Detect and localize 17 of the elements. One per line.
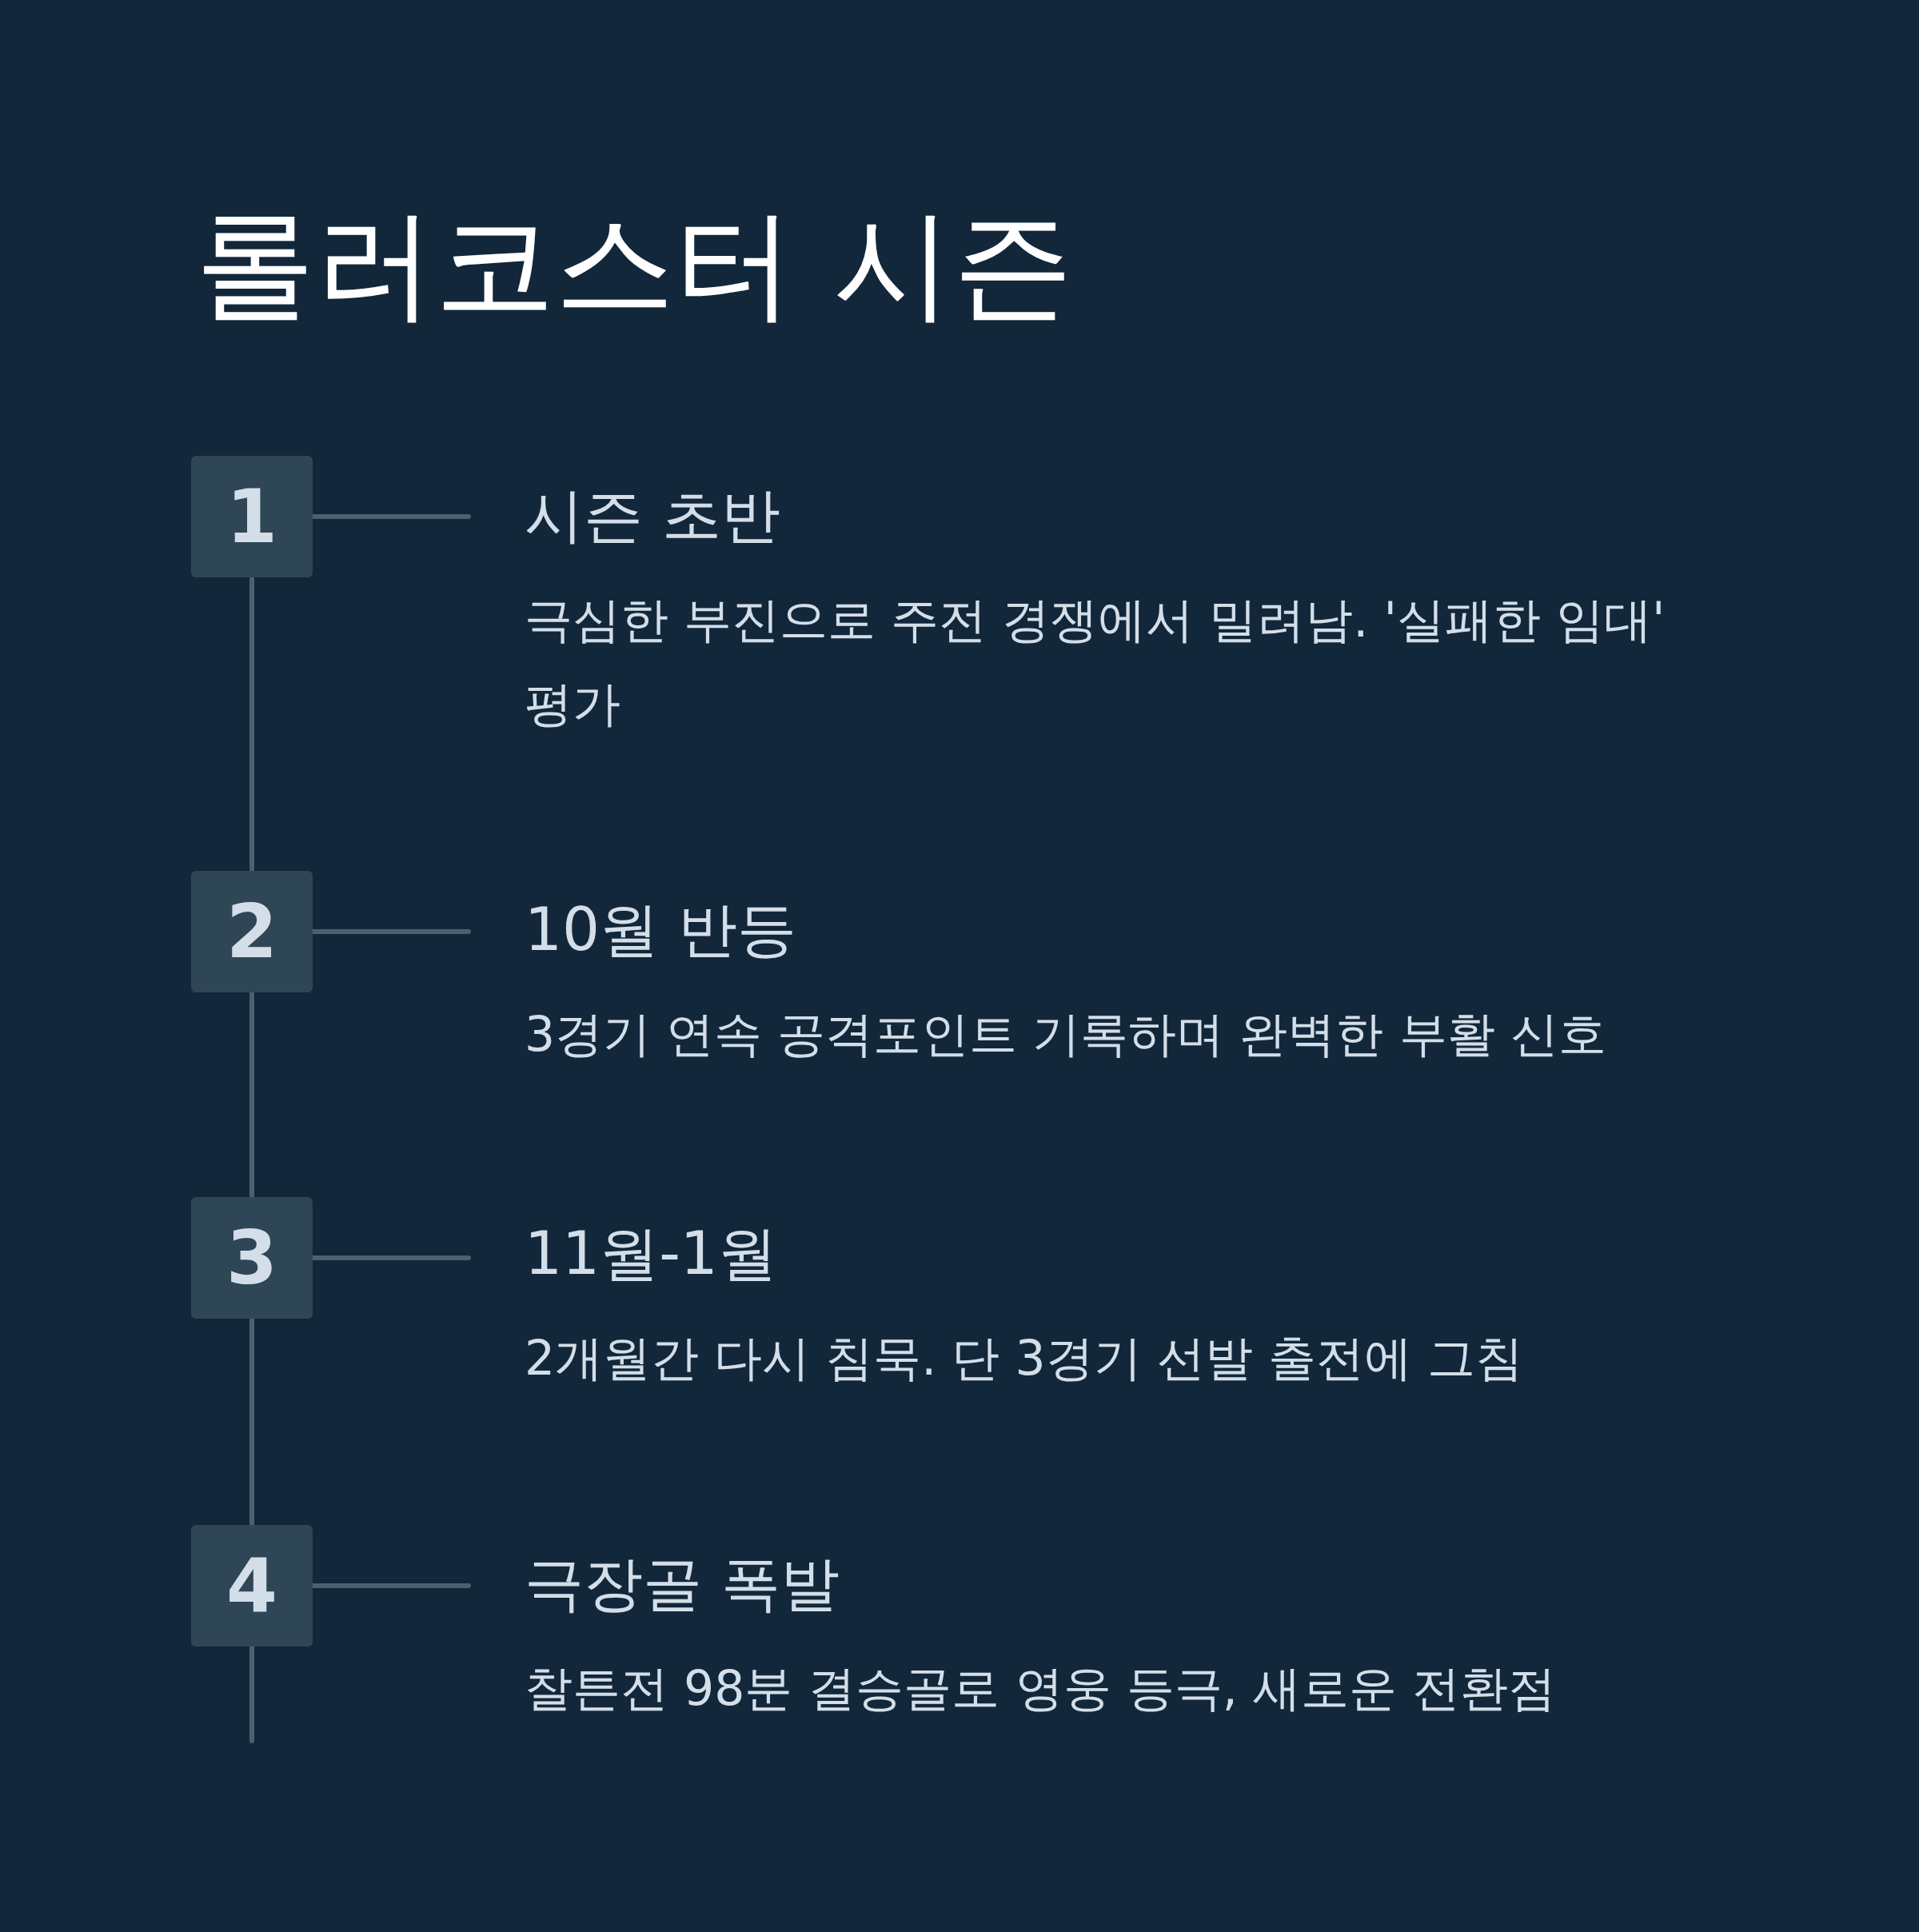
stage-description: 찰튼전 98분 결승골로 영웅 등극, 새로운 전환점 [525,1659,1557,1718]
timeline-line [249,575,254,873]
stage-description: 극심한 부진으로 주전 경쟁에서 밀려남. '실패한 임대' 평가 [525,590,1666,733]
timeline-line [249,990,254,1200]
number-box: 4 [191,1525,313,1647]
timeline-line [249,1644,254,1743]
timeline-line [249,1316,254,1527]
number-box: 3 [191,1197,313,1319]
stage-heading: 10월 반등 [525,894,796,965]
title: 롤러코스터 시즌 [195,194,1073,335]
stage-heading: 11월-1월 [525,1218,777,1289]
number-box: 2 [191,871,313,992]
stage-description: 2개월간 다시 침묵. 단 3경기 선발 출전에 그침 [525,1328,1524,1387]
stage-heading: 극장골 폭발 [525,1548,840,1619]
stage-description: 3경기 연속 공격포인트 기록하며 완벽한 부활 신호 [525,1004,1607,1064]
stage-heading: 시즌 초반 [525,480,780,551]
number-box: 1 [191,456,313,577]
